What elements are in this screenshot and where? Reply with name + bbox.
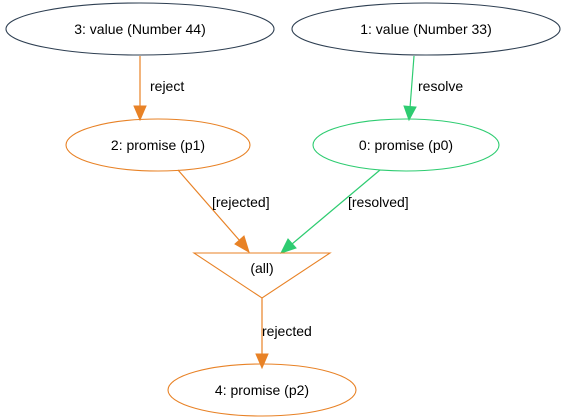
edge-arrowhead xyxy=(133,105,147,122)
node-label: 1: value (Number 33) xyxy=(360,21,492,37)
edge-arrowhead xyxy=(234,235,250,254)
node-label: 0: promise (p0) xyxy=(359,137,453,153)
node-label: 2: promise (p1) xyxy=(111,137,205,153)
edge-0-to-all: [resolved] xyxy=(280,169,409,254)
edge-label-rejected: rejected xyxy=(262,323,312,339)
edge-label-resolve: resolve xyxy=(418,78,463,94)
edge-label-rejected-bracket: [rejected] xyxy=(212,194,270,210)
node-shape xyxy=(312,118,500,172)
edge-3-to-2: reject xyxy=(133,56,184,122)
node-shape xyxy=(5,2,275,56)
node-shape xyxy=(291,2,561,56)
node-label: 3: value (Number 44) xyxy=(74,21,206,37)
node-label: (all) xyxy=(250,260,273,276)
edge-label-resolved-bracket: [resolved] xyxy=(348,194,409,210)
edge-arrowhead xyxy=(403,105,417,122)
node-4-promise: 4: promise (p2) xyxy=(167,363,357,417)
edge-arrowhead xyxy=(280,238,297,254)
edge-arrowhead xyxy=(255,353,269,370)
edge-line xyxy=(291,169,381,245)
node-shape xyxy=(192,252,332,299)
node-shape xyxy=(167,363,357,417)
edge-label-reject: reject xyxy=(150,78,184,94)
edge-1-to-0: resolve xyxy=(403,55,463,122)
node-2-promise: 2: promise (p1) xyxy=(65,118,251,172)
node-3-value: 3: value (Number 44) xyxy=(5,2,275,56)
node-shape xyxy=(65,118,251,172)
edge-line xyxy=(177,169,241,242)
node-all-junction: (all) xyxy=(192,252,332,299)
edge-all-to-4: rejected xyxy=(255,298,312,370)
edge-2-to-all: [rejected] xyxy=(177,169,270,254)
node-0-promise: 0: promise (p0) xyxy=(312,118,500,172)
edge-line xyxy=(409,55,415,109)
node-1-value: 1: value (Number 33) xyxy=(291,2,561,56)
node-label: 4: promise (p2) xyxy=(215,382,309,398)
